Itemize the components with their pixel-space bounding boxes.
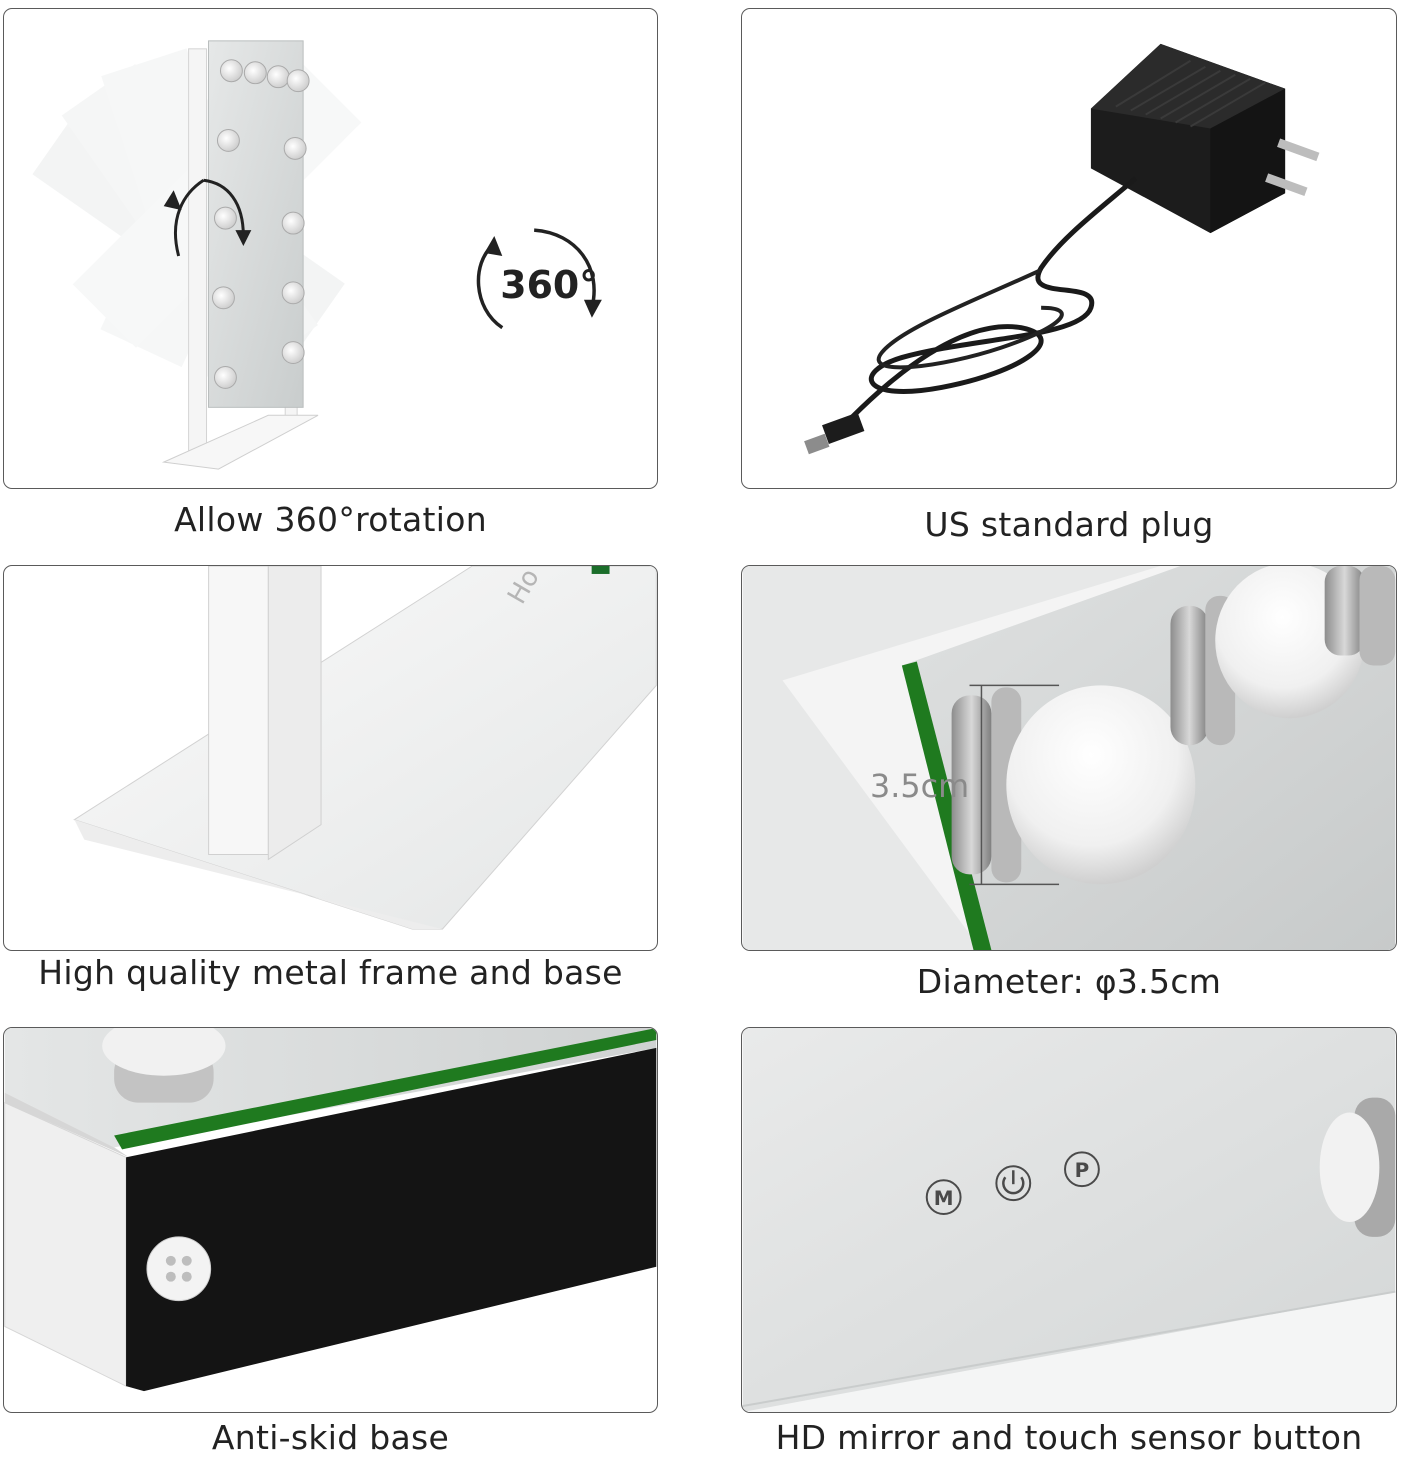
bulbs	[211, 59, 310, 389]
rotation-mirror-illustration: 360°	[32, 40, 602, 470]
antiskid-base-illustration	[4, 1028, 657, 1392]
panel-antiskid	[3, 1027, 658, 1413]
caption-diameter: Diameter: φ3.5cm	[916, 962, 1222, 1001]
power-icon	[1002, 1176, 1025, 1195]
panel-rotation: 360°	[3, 8, 658, 489]
bulb-closeup-illustration: 3.5cm	[742, 566, 1396, 950]
caption-antiskid: Anti-skid base	[211, 1418, 450, 1457]
caption-frame: High quality metal frame and base	[38, 953, 623, 992]
touch-button-power[interactable]	[995, 1165, 1032, 1202]
frame-base-illustration: Ho	[73, 566, 657, 930]
caption-plug: US standard plug	[924, 505, 1214, 544]
panel-touch-sensor: M P	[741, 1027, 1397, 1413]
rotation-badge: 360°	[500, 263, 598, 307]
touch-sensor-illustration: M P	[742, 1028, 1396, 1412]
adapter-illustration	[804, 43, 1320, 455]
touch-button-preset[interactable]: P	[1064, 1151, 1100, 1188]
panel-diameter: 3.5cm	[741, 565, 1397, 951]
caption-touch-sensor: HD mirror and touch sensor button	[775, 1418, 1363, 1457]
diameter-label: 3.5cm	[870, 767, 969, 805]
panel-frame: Ho	[3, 565, 658, 951]
touch-button-mode[interactable]: M	[925, 1179, 962, 1216]
preset-button-label: P	[1075, 1159, 1090, 1182]
panel-plug	[741, 8, 1397, 489]
mode-button-label: M	[934, 1187, 954, 1210]
caption-rotation: Allow 360°rotation	[174, 500, 487, 539]
